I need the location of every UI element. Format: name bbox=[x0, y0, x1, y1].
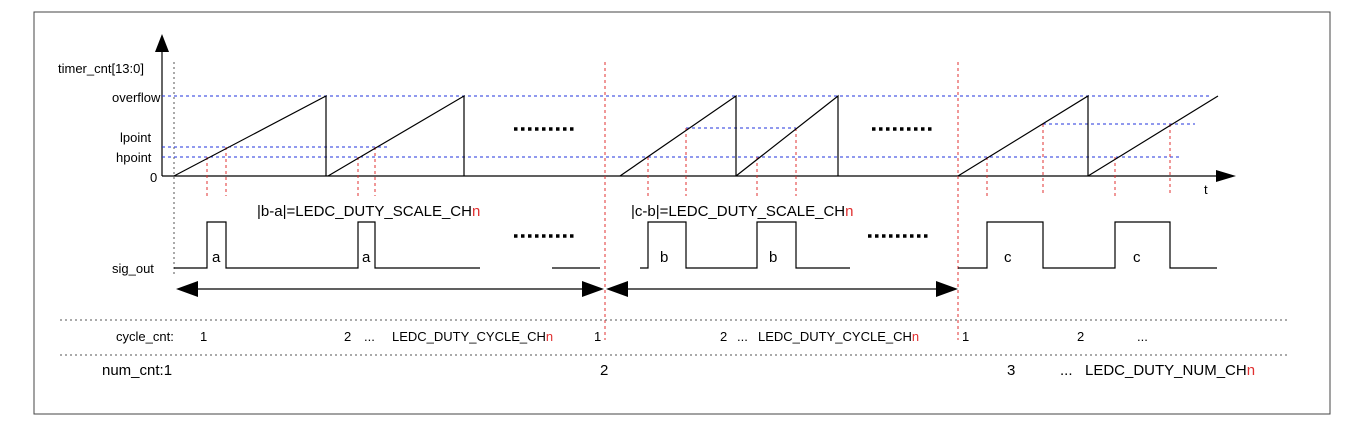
lpoint-level-label: lpoint bbox=[120, 130, 151, 145]
cycle-max-b-text: LEDC_DUTY_CYCLE_CH bbox=[758, 329, 912, 344]
num-cnt-3: 3 bbox=[1007, 362, 1015, 379]
period-boundaries bbox=[604, 62, 959, 340]
pulse-label-c-2: c bbox=[1133, 249, 1141, 266]
formula-ba-text: |b-a|=LEDC_DUTY_SCALE_CH bbox=[257, 203, 472, 220]
duty-span-arrow-1 bbox=[176, 281, 604, 297]
pulse-label-b-1: b bbox=[660, 249, 668, 266]
pulse-label-c-1: c bbox=[1004, 249, 1012, 266]
duty-scale-formula-cb: |c-b|=LEDC_DUTY_SCALE_CHn bbox=[631, 203, 853, 220]
cycle-max-a-text: LEDC_DUTY_CYCLE_CH bbox=[392, 329, 546, 344]
pulse-label-a-2: a bbox=[362, 249, 371, 266]
cycle-cnt-1b: 1 bbox=[594, 329, 601, 344]
cycle-cnt-ellipsis-a: ... bbox=[364, 329, 375, 344]
cycle-cnt-ellipsis-b: ... bbox=[737, 329, 748, 344]
crossing-markers bbox=[206, 124, 1171, 196]
cycle-cnt-ellipsis-c: ... bbox=[1137, 329, 1148, 344]
cycle-cnt-max-b: LEDC_DUTY_CYCLE_CHn bbox=[758, 329, 919, 344]
hpoint-level-label: hpoint bbox=[116, 150, 152, 165]
diagram-frame bbox=[33, 11, 1331, 415]
y-axis-arrowhead bbox=[155, 34, 169, 52]
num-cnt-label: num_cnt:1 bbox=[102, 362, 172, 379]
timer-counter-ramps bbox=[173, 94, 1219, 177]
num-max-n: n bbox=[1247, 362, 1255, 379]
formula-cb-n: n bbox=[845, 203, 853, 220]
cycle-cnt-1c: 1 bbox=[962, 329, 969, 344]
pulse-label-a-1: a bbox=[212, 249, 221, 266]
cycle-cnt-2a: 2 bbox=[344, 329, 351, 344]
num-max-text: LEDC_DUTY_NUM_CH bbox=[1085, 362, 1247, 379]
x-axis-label: t bbox=[1204, 182, 1208, 197]
y-axis-label: timer_cnt[13:0] bbox=[58, 61, 144, 76]
num-cnt-max: LEDC_DUTY_NUM_CHn bbox=[1085, 362, 1255, 379]
cycle-cnt-2c: 2 bbox=[1077, 329, 1084, 344]
sig-out-waveform bbox=[174, 221, 1217, 269]
cycle-cnt-1a: 1 bbox=[200, 329, 207, 344]
pulse-label-b-2: b bbox=[769, 249, 777, 266]
duty-span-arrow-2 bbox=[606, 281, 958, 297]
num-cnt-2: 2 bbox=[600, 362, 608, 379]
formula-ba-n: n bbox=[472, 203, 480, 220]
cycle-cnt-max-a: LEDC_DUTY_CYCLE_CHn bbox=[392, 329, 553, 344]
zero-level-label: 0 bbox=[150, 170, 157, 185]
num-cnt-ellipsis: ... bbox=[1060, 362, 1073, 379]
duty-scale-formula-ba: |b-a|=LEDC_DUTY_SCALE_CHn bbox=[257, 203, 480, 220]
cycle-cnt-2b: 2 bbox=[720, 329, 727, 344]
overflow-level-label: overflow bbox=[112, 90, 161, 105]
formula-cb-text: |c-b|=LEDC_DUTY_SCALE_CH bbox=[631, 203, 845, 220]
cycle-cnt-label: cycle_cnt: bbox=[116, 329, 174, 344]
cycle-max-b-n: n bbox=[912, 329, 919, 344]
sig-out-label: sig_out bbox=[112, 261, 154, 276]
cycle-max-a-n: n bbox=[546, 329, 553, 344]
x-axis-arrowhead bbox=[1216, 170, 1236, 182]
